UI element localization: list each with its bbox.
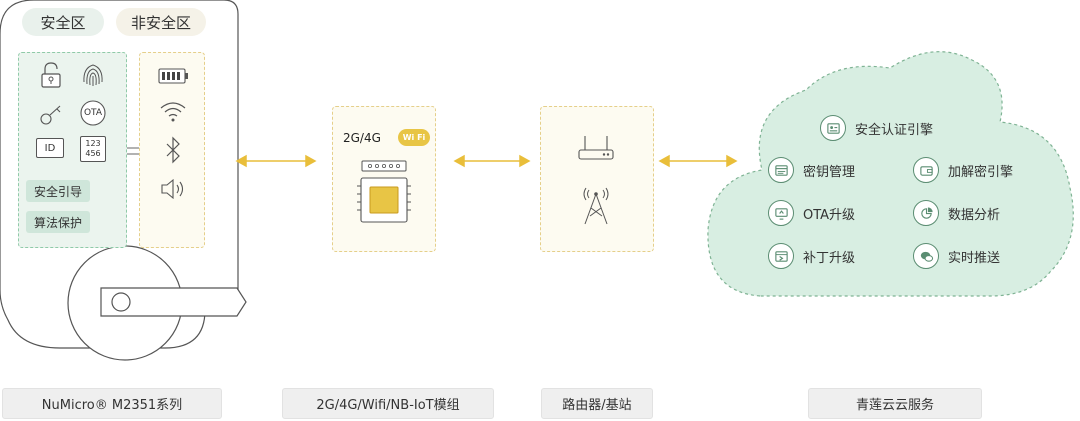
secure-zone-label: 安全区 [22,8,104,36]
router-icon [578,136,614,160]
chip-module-icon [357,160,411,223]
service-ota-upgrade: OTA升级 [768,200,855,226]
service-data-analysis: 数据分析 [913,200,1000,226]
non-secure-zone-label: 非安全区 [116,8,206,36]
router-box [540,106,654,252]
wifi-badge-text: Wi Fi [402,133,426,142]
service-label: 补丁升级 [803,250,856,266]
speaker-icon [161,178,184,200]
service-label: 密钥管理 [803,164,856,180]
lock-handle-lever [100,287,247,317]
fingerprint-icon [83,64,103,86]
ota-circle-icon [80,100,106,126]
service-label: 加解密引擎 [948,164,1014,180]
service-crypto-engine: 加解密引擎 [913,157,1013,183]
service-security-auth-engine: 安全认证引擎 [820,115,933,141]
id-card-icon [820,115,846,141]
id-card-text: ID [44,142,56,154]
label-numicro: NuMicro® M2351系列 [2,388,222,419]
service-label: 数据分析 [948,207,1001,223]
label-router: 路由器/基站 [541,388,653,419]
secure-boot-tag: 安全引导 [26,180,90,202]
patch-window-icon [768,243,794,269]
module-network-label: 2G/4G [343,131,381,145]
algorithm-protection-tag: 算法保护 [26,211,90,233]
battery-icon [158,68,188,84]
keypad-icon: 123 456 [80,136,106,162]
link-arrow-router-cloud [658,154,738,168]
service-realtime-push: 实时推送 [913,243,1000,269]
lock-handle-pivot [111,292,131,312]
wifi-icon [160,102,186,122]
bluetooth-icon [166,136,180,164]
label-module: 2G/4G/Wifi/NB-IoT模组 [282,388,494,419]
id-card-icon: ID [36,138,64,158]
keypad-digits-row2: 456 [85,149,101,158]
key-icon [40,105,61,125]
link-arrow-module-router [453,154,531,168]
non-secure-zone-box [139,52,205,248]
base-station-tower-icon [583,187,609,225]
wallet-icon [913,157,939,183]
ota-icon-text: OTA [83,108,103,118]
service-label: 实时推送 [948,250,1001,266]
monitor-upgrade-icon [768,200,794,226]
pie-chart-icon [913,200,939,226]
keypad-digits-row1: 123 [85,139,101,148]
service-key-management: 密钥管理 [768,157,855,183]
key-folder-icon [768,157,794,183]
wifi-badge-icon: Wi Fi [398,129,430,146]
chat-bubbles-icon [913,243,939,269]
label-cloud: 青莲云云服务 [808,388,982,419]
cloud-shape [707,51,1074,297]
service-patch-upgrade: 补丁升级 [768,243,855,269]
service-label: OTA升级 [803,207,856,223]
padlock-icon [41,62,61,88]
service-label: 安全认证引擎 [855,122,934,138]
link-arrow-lock-module [235,154,317,168]
